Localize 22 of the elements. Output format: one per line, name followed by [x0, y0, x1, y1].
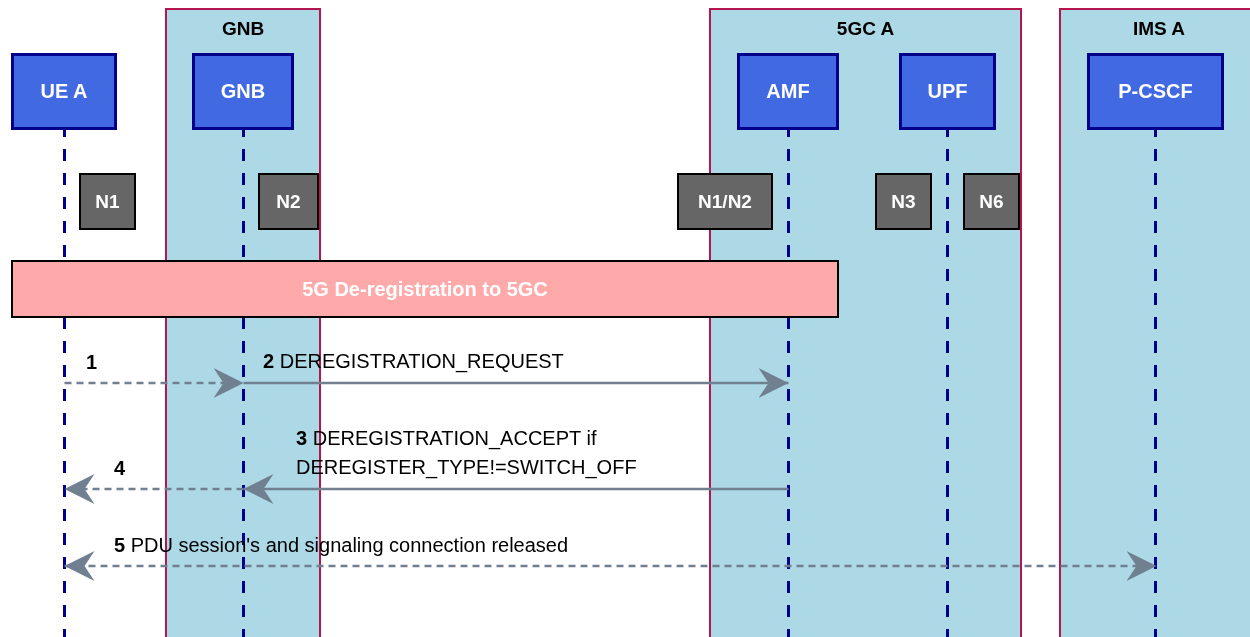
- interface-tag: N1: [79, 173, 136, 230]
- group-title: IMS A: [1131, 18, 1187, 40]
- interface-tag: N1/N2: [677, 173, 773, 230]
- phase-bar: 5G De-registration to 5GC: [11, 260, 839, 318]
- group-title: GNB: [220, 18, 266, 40]
- edge-label: 4: [114, 456, 126, 481]
- message-arrow: [243, 474, 789, 504]
- participant-box: UE A: [11, 53, 117, 130]
- group-title: 5GC A: [835, 18, 896, 40]
- interface-tag: N3: [875, 173, 932, 230]
- interface-tag: N6: [963, 173, 1020, 230]
- edge-label: 1: [86, 350, 98, 375]
- participant-box: P-CSCF: [1087, 53, 1224, 130]
- participant-box: GNB: [192, 53, 294, 130]
- group-band: [1059, 8, 1250, 637]
- participant-box: AMF: [737, 53, 839, 130]
- interface-tag: N2: [258, 173, 319, 230]
- message-arrow: [243, 368, 789, 398]
- message-arrow: [64, 474, 244, 504]
- message-arrow: [64, 551, 1157, 581]
- participant-box: UPF: [899, 53, 996, 130]
- message-arrow: [64, 368, 244, 398]
